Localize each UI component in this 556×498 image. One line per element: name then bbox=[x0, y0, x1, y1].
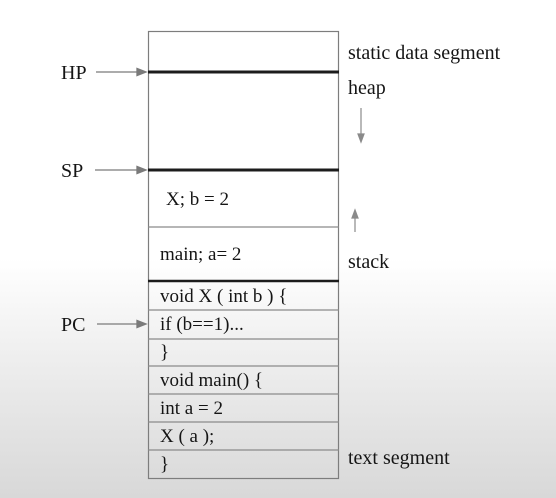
stack-label: stack bbox=[348, 251, 390, 273]
static-data-segment-label: static data segment bbox=[348, 42, 501, 64]
text-segment-label: text segment bbox=[348, 447, 450, 469]
hp-label: HP bbox=[61, 62, 87, 84]
main-stack-frame: main; a= 2 bbox=[160, 244, 242, 265]
code-line: } bbox=[160, 342, 170, 363]
pc-label: PC bbox=[61, 314, 86, 336]
x-stack-frame: X; b = 2 bbox=[166, 189, 229, 210]
code-line: void X ( int b ) { bbox=[160, 286, 288, 307]
stack-growth-arrow bbox=[351, 208, 359, 232]
heap-growth-arrow bbox=[357, 108, 365, 144]
code-line: int a = 2 bbox=[160, 398, 223, 419]
sp-label: SP bbox=[61, 160, 84, 182]
hp-arrow bbox=[96, 67, 148, 77]
heap-label: heap bbox=[348, 77, 386, 99]
code-dividers bbox=[148, 309, 339, 451]
code-line: } bbox=[160, 454, 170, 475]
code-line: X ( a ); bbox=[160, 426, 215, 447]
code-line: if (b==1)... bbox=[160, 314, 244, 335]
memory-box bbox=[147, 30, 340, 480]
pc-arrow bbox=[97, 319, 148, 329]
sp-arrow bbox=[95, 165, 148, 175]
code-line: void main() { bbox=[160, 370, 264, 391]
